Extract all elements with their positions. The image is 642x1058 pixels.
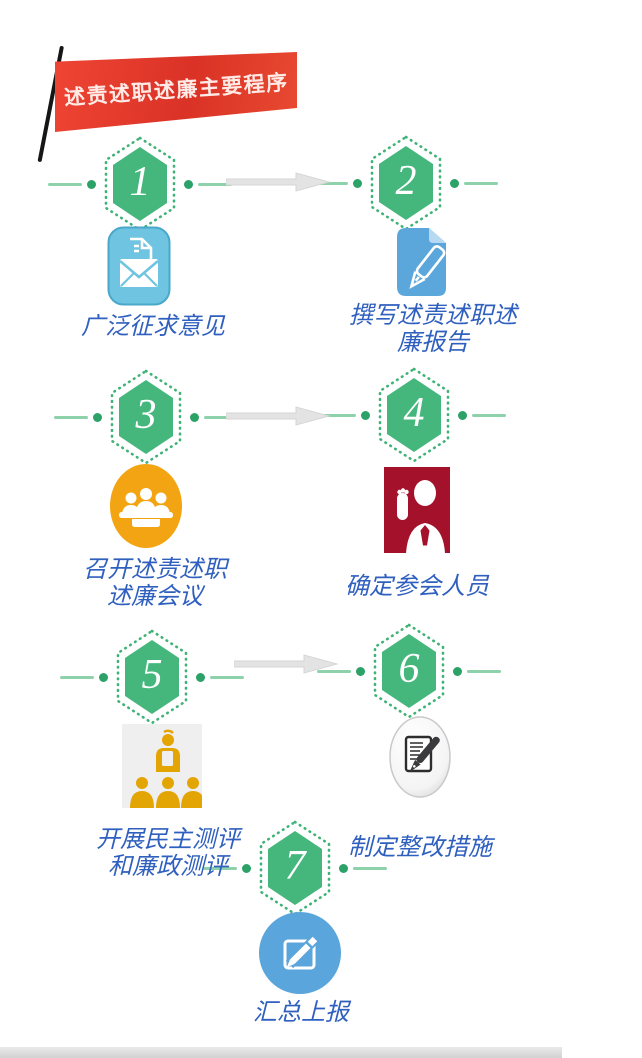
step-number: 4 — [403, 390, 425, 436]
step-node-4: 4 — [322, 365, 506, 465]
step-hexagon-5: 5 — [113, 627, 191, 727]
connector-line — [54, 415, 88, 419]
connector-dot — [190, 412, 199, 422]
step-node-7: 7 — [203, 818, 387, 918]
notepad-fountain-pen-icon — [389, 716, 451, 798]
connector-dot — [93, 412, 102, 422]
connector-line — [204, 415, 238, 419]
connector-dot — [99, 672, 108, 682]
step-hexagon-2: 2 — [367, 133, 445, 233]
step-hexagon-7: 7 — [256, 818, 334, 918]
step-label-1: 广泛征求意见 — [81, 314, 225, 340]
pencil-edit-icon — [259, 912, 341, 994]
connector-line — [203, 866, 237, 870]
step-hexagon-3: 3 — [107, 367, 185, 467]
step-label-4: 确定参会人员 — [345, 574, 489, 600]
step-label-7: 汇总上报 — [253, 1000, 349, 1026]
step-hexagon-6: 6 — [370, 621, 448, 721]
step-hexagon-1: 1 — [101, 134, 179, 234]
step-node-3: 3 — [54, 367, 238, 467]
connector-dot — [87, 179, 96, 189]
flow-arrow-icon — [226, 172, 330, 192]
step-label-3: 召开述责述职 述廉会议 — [83, 557, 227, 610]
hexagon-icon — [373, 623, 445, 719]
connector-dot — [196, 672, 205, 682]
step-number: 6 — [398, 646, 420, 692]
connector-dot — [353, 178, 362, 188]
connector-dot — [184, 179, 193, 189]
document-pen-icon — [397, 228, 446, 296]
connector-dot — [453, 666, 462, 676]
connector-line — [48, 182, 82, 186]
page-title: 述责述职述廉主要程序 — [62, 71, 289, 110]
flow-arrow-icon — [234, 654, 338, 674]
step-number: 7 — [284, 843, 306, 889]
connector-line — [60, 675, 94, 679]
connector-line — [353, 866, 387, 870]
bottom-edge-strip — [0, 1047, 562, 1058]
step-number: 1 — [129, 159, 151, 205]
title-flag-banner: 述责述职述廉主要程序 — [55, 52, 297, 132]
step-label-6: 制定整改措施 — [348, 835, 492, 861]
connector-dot — [458, 410, 467, 420]
connector-line — [472, 413, 506, 417]
connector-dot — [356, 666, 365, 676]
connector-line — [464, 181, 498, 185]
connector-line — [198, 182, 232, 186]
meeting-people-icon — [110, 464, 182, 548]
connector-line — [210, 675, 244, 679]
connector-dot — [339, 863, 348, 873]
step-node-5: 5 — [60, 627, 244, 727]
step-number: 5 — [141, 652, 163, 698]
step-number: 3 — [135, 392, 157, 438]
step-node-1: 1 — [48, 134, 232, 234]
connector-dot — [450, 178, 459, 188]
envelope-document-icon — [107, 226, 171, 306]
speaker-audience-icon — [122, 724, 202, 808]
step-number: 2 — [395, 158, 417, 204]
connector-line — [322, 413, 356, 417]
step-node-2: 2 — [314, 133, 498, 233]
step-label-5: 开展民主测评 和廉政测评 — [96, 827, 240, 880]
connector-dot — [242, 863, 251, 873]
person-raising-hand-icon — [384, 467, 450, 553]
connector-line — [314, 181, 348, 185]
connector-line — [317, 669, 351, 673]
step-node-6: 6 — [317, 621, 501, 721]
hexagon-icon — [378, 367, 450, 463]
hexagon-icon — [116, 629, 188, 725]
flow-arrow-icon — [226, 406, 330, 426]
step-hexagon-4: 4 — [375, 365, 453, 465]
hexagon-icon — [110, 369, 182, 465]
connector-line — [467, 669, 501, 673]
step-label-2: 撰写述责述职述 廉报告 — [349, 303, 517, 356]
connector-dot — [361, 410, 370, 420]
